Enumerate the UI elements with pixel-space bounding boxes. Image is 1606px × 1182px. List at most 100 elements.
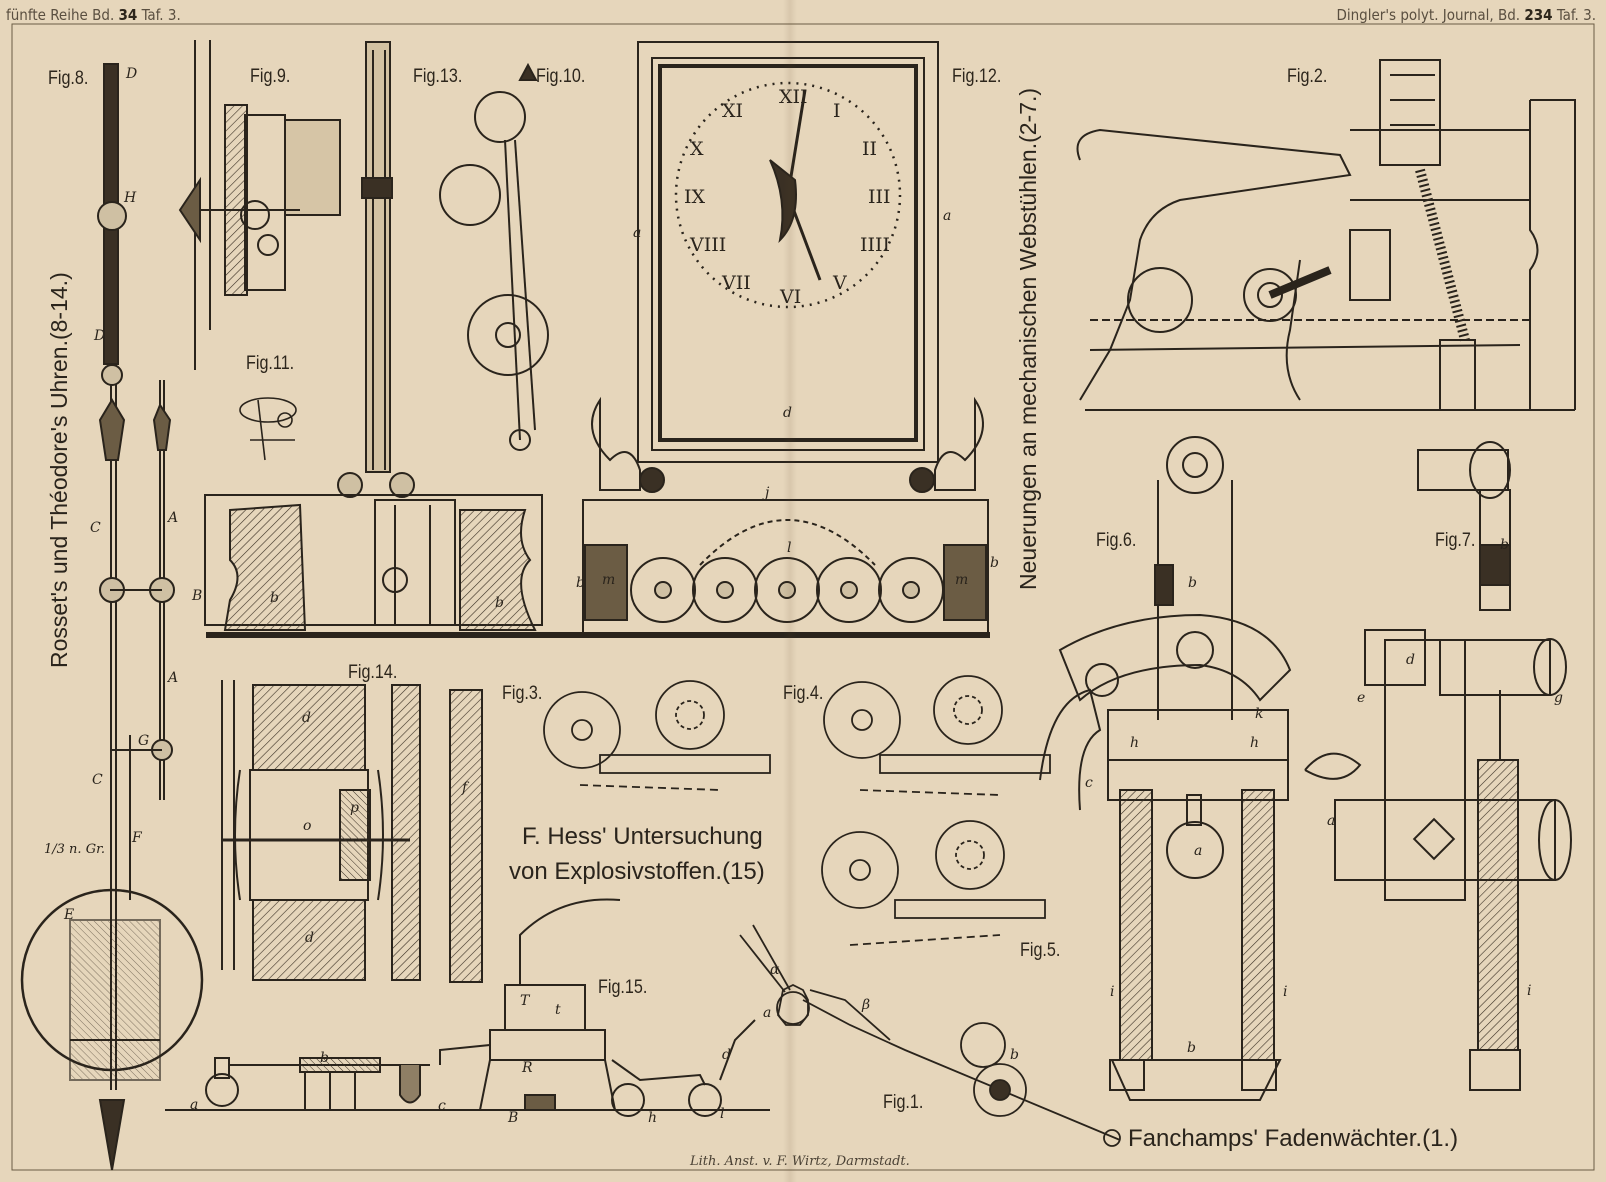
fig9-drawing [178, 40, 341, 370]
label-j-clock: j [765, 485, 770, 501]
caption-fig12: Fig.12. [952, 66, 1002, 87]
label-m-right: m [955, 572, 969, 588]
label-G: G [138, 733, 150, 749]
header-left-plate: Taf. 3. [141, 6, 181, 24]
title-looms: Neuerungen an mechanischen Webstühlen.(2… [1015, 87, 1041, 590]
fig15-drawing [165, 898, 770, 1117]
label-h-fig6-left: h [1130, 735, 1140, 751]
caption-fig13: Fig.13. [413, 66, 463, 87]
caption-fig8: Fig.8. [48, 68, 89, 89]
label-c-fig15: c [438, 1098, 446, 1114]
fig1-drawing [739, 924, 1121, 1147]
label-b-fig6-bottom: b [1187, 1040, 1196, 1056]
label-l-fig15: l [720, 1106, 725, 1122]
label-m-left: m [602, 572, 616, 588]
label-b-clock-left: b [576, 575, 585, 591]
fig10-drawing [439, 62, 549, 451]
label-B: B [192, 588, 203, 604]
fig11-drawing [239, 397, 297, 461]
title-explosives-line2: von Explosivstoffen.(15) [509, 858, 765, 885]
numeral-10: X [690, 138, 704, 160]
label-a-fig1: a [763, 1005, 772, 1021]
title-clocks: Rosset's und Théodore's Uhren.(8-14.) [46, 272, 72, 668]
label-e-fig7: e [1357, 690, 1366, 706]
numeral-3: III [868, 186, 891, 208]
caption-fig5: Fig.5. [1020, 940, 1061, 961]
fig7-drawing [1304, 441, 1572, 1091]
label-h-fig6-right: h [1250, 735, 1260, 751]
label-o-fig14: o [303, 818, 312, 834]
label-f-fig14: f [462, 780, 468, 796]
printer-imprint: Lith. Anst. v. F. Wirtz, Darmstadt. [690, 1154, 910, 1169]
label-b-fig15: b [320, 1050, 329, 1066]
caption-fig15: Fig.15. [598, 977, 648, 998]
label-H: H [124, 190, 137, 206]
fig12-drawing [582, 41, 989, 636]
label-i-fig6-right: i [1283, 984, 1288, 1000]
label-l-clock: l [787, 540, 792, 556]
label-c-fig6: c [1085, 775, 1093, 791]
fig2-drawing [1076, 59, 1576, 411]
label-g-fig7: g [1554, 690, 1563, 706]
label-i-fig7: i [1527, 983, 1532, 999]
numeral-11: XI [722, 100, 744, 122]
plate-border [11, 23, 1595, 1171]
scale-note: 1/3 n. Gr. [44, 842, 105, 857]
label-C-lower: C [92, 772, 103, 788]
label-B-fig15: B [508, 1110, 519, 1126]
label-b-fig13-left: b [270, 590, 279, 606]
caption-fig7: Fig.7. [1435, 530, 1476, 551]
caption-fig4: Fig.4. [783, 683, 824, 704]
label-beta: β [862, 997, 871, 1013]
label-a-fig6: a [1194, 843, 1203, 859]
label-T-fig15: T [520, 993, 530, 1009]
header-right-volume: 234 [1524, 6, 1553, 24]
label-d-fig15: d [722, 1047, 731, 1063]
label-b-fig13-right: b [495, 595, 504, 611]
label-k-fig6: k [1255, 706, 1264, 722]
header-left-prefix: fünfte Reihe Bd. [6, 6, 115, 24]
fig3-drawing [543, 680, 771, 791]
label-d-fig7: d [1406, 652, 1415, 668]
label-a-clock-right: a [943, 208, 952, 224]
label-i-fig6-left: i [1110, 984, 1115, 1000]
caption-fig2: Fig.2. [1287, 66, 1328, 87]
header-left-volume: 34 [118, 6, 138, 24]
numeral-2: II [862, 138, 878, 160]
header-right-prefix: Dingler's polyt. Journal, Bd. [1336, 6, 1521, 24]
label-b-clock-right: b [990, 555, 999, 571]
numeral-9: IX [684, 186, 706, 208]
label-b-fig1: b [1010, 1047, 1019, 1063]
caption-fig1: Fig.1. [883, 1092, 924, 1113]
numeral-7: VII [722, 272, 751, 294]
numeral-6: VI [780, 286, 802, 308]
label-h-fig15: h [648, 1110, 658, 1126]
title-thread-guard: Fanchamps' Fadenwächter.(1.) [1128, 1125, 1459, 1152]
header-right-plate: Taf. 3. [1556, 6, 1596, 24]
fig6-drawing [1039, 436, 1292, 1101]
label-p-fig14: p [350, 800, 359, 816]
label-D: D [94, 328, 106, 344]
caption-fig9: Fig.9. [250, 66, 291, 87]
label-b-fig6-top: b [1188, 575, 1197, 591]
label-b-fig7: b [1500, 537, 1509, 553]
label-d-clock: d [783, 405, 792, 421]
title-explosives-line1: F. Hess' Untersuchung [522, 823, 763, 850]
numeral-8: VIII [690, 234, 727, 256]
label-d-fig14-top: d [302, 710, 311, 726]
label-F: F [132, 830, 142, 846]
label-d-fig14-bottom: d [305, 930, 314, 946]
label-A-upper: A [168, 510, 179, 526]
caption-fig10: Fig.10. [536, 66, 586, 87]
fig4-drawing [823, 675, 1051, 796]
label-A-lower: A [168, 670, 179, 686]
label-a-fig7: a [1327, 813, 1336, 829]
label-C-upper: C [90, 520, 101, 536]
caption-fig14: Fig.14. [348, 662, 398, 683]
caption-fig3: Fig.3. [502, 683, 543, 704]
label-t-fig15: t [555, 1002, 561, 1018]
label-E: E [64, 907, 75, 923]
numeral-12: XII [779, 86, 808, 108]
